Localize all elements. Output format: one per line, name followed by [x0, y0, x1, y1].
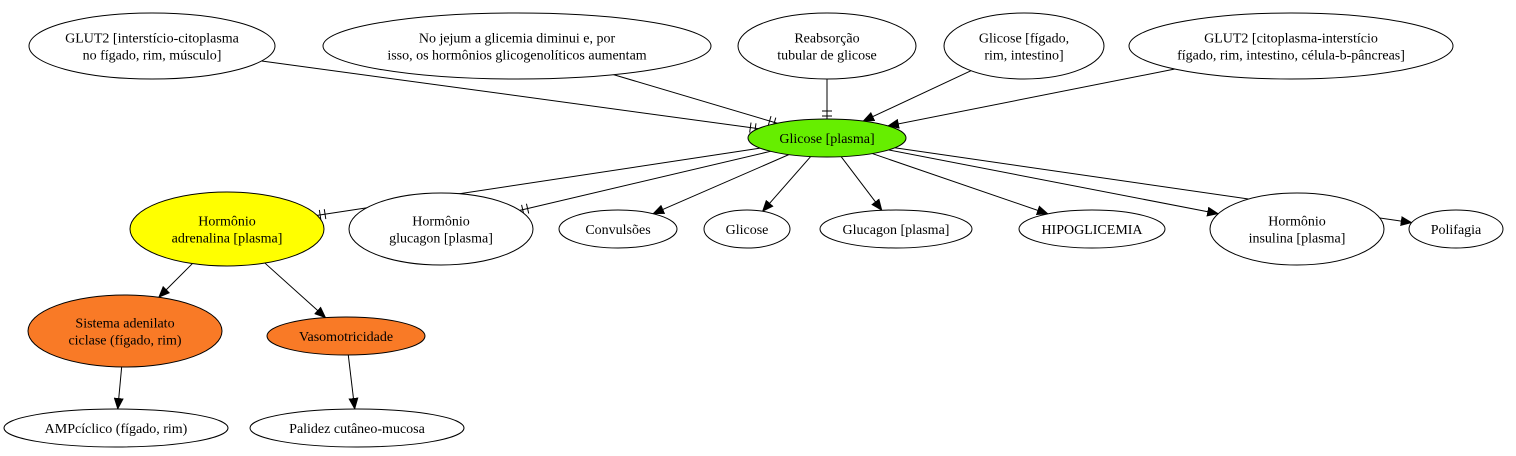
node-label: GLUT2 [interstício-citoplasma — [65, 32, 240, 47]
node-hipoglicemia: HIPOGLICEMIA — [1018, 209, 1166, 249]
node-polifagia: Polifagia — [1408, 209, 1504, 249]
node-label: tubular de glicose — [777, 49, 877, 64]
node-ellipse — [703, 209, 791, 249]
node-label: glucagon [plasma] — [389, 232, 493, 247]
node-glucagon-hormonio: Hormônio glucagon [plasma] — [348, 192, 534, 266]
node-label: no fígado, rim, músculo] — [83, 49, 222, 64]
node-label: Reabsorção — [794, 32, 859, 47]
node-label: Glicose [fígado, — [979, 32, 1069, 47]
node-label: AMPcíclico (fígado, rim) — [45, 422, 188, 437]
node-label: Palidez cutâneo-mucosa — [289, 422, 425, 437]
node-ellipse — [28, 12, 276, 80]
node-label: Hormônio — [1268, 215, 1326, 230]
node-ellipse — [3, 408, 229, 448]
inhibit-bar — [323, 209, 327, 220]
node-label: Glicose [plasma] — [779, 132, 874, 147]
node-palidez: Palidez cutâneo-mucosa — [249, 408, 465, 448]
node-label: GLUT2 [citoplasma-interstício — [1204, 32, 1378, 47]
node-glut2-intersticio: GLUT2 [interstício-citoplasma no fígado, … — [28, 12, 276, 80]
node-label: Polifagia — [1431, 223, 1482, 238]
node-ellipse — [249, 408, 465, 448]
node-ellipse — [737, 12, 917, 80]
node-glicose: Glicose — [703, 209, 791, 249]
node-label: adrenalina [plasma] — [172, 232, 283, 247]
node-label: ciclase (fígado, rim) — [68, 334, 181, 349]
node-label: Hormônio — [412, 215, 470, 230]
node-glicose-figado: Glicose [fígado, rim, intestino] — [943, 12, 1105, 80]
edge-vasomotricidade-to-palidez — [347, 354, 359, 410]
node-label: No jejum a glicemia diminui e, por — [419, 32, 616, 47]
node-label: Glicose — [726, 223, 769, 238]
node-label: rim, intestino] — [984, 49, 1063, 64]
node-ellipse — [1408, 209, 1504, 249]
node-ellipse — [266, 316, 426, 356]
edge-glicose_plasma-to-convulsoes — [652, 154, 790, 215]
node-jejum: No jejum a glicemia diminui e, por isso, … — [322, 12, 712, 80]
edge-jejum-to-glicose_plasma — [613, 74, 778, 128]
node-label: Vasomotricidade — [299, 330, 393, 345]
node-adrenalina: Hormônio adrenalina [plasma] — [129, 191, 325, 267]
node-ellipse — [558, 209, 678, 249]
edge-reabsorcao-to-glicose_plasma — [822, 79, 832, 119]
node-label: Hormônio — [198, 215, 256, 230]
node-insulina: Hormônio insulina [plasma] — [1209, 192, 1385, 266]
node-label: Sistema adenilato — [75, 317, 174, 332]
edge-adrenalina-to-vasomotricidade — [264, 262, 327, 319]
node-ellipse — [322, 12, 712, 80]
edge-adenilato-to-ampciclico — [113, 366, 124, 410]
edge-glicose_plasma-to-hipoglicemia — [872, 153, 1049, 216]
node-label: isso, os hormônios glicogenolíticos aume… — [387, 49, 646, 64]
edge-adrenalina-to-adenilato — [158, 263, 193, 298]
inhibit-bar — [749, 122, 752, 133]
edge-glicose_plasma-to-insulina — [888, 149, 1220, 217]
edge-glicose_plasma-to-glucagon_plasma — [840, 156, 883, 212]
node-ellipse — [1209, 192, 1385, 266]
node-ellipse — [348, 192, 534, 266]
node-ellipse — [943, 12, 1105, 80]
node-glicose-plasma: Glicose [plasma] — [747, 118, 907, 158]
node-label: insulina [plasma] — [1249, 232, 1346, 247]
node-glut2-citoplasma: GLUT2 [citoplasma-interstício fígado, rim… — [1128, 12, 1454, 80]
node-glucagon-plasma: Glucagon [plasma] — [819, 209, 973, 249]
node-ellipse — [27, 294, 223, 368]
node-reabsorcao: Reabsorção tubular de glicose — [737, 12, 917, 80]
node-adenilato: Sistema adenilato ciclase (fígado, rim) — [27, 294, 223, 368]
node-label: HIPOGLICEMIA — [1041, 223, 1143, 238]
inhibit-bar — [767, 116, 772, 126]
edge-glicose_figado-to-glicose_plasma — [862, 70, 972, 122]
node-ellipse — [1018, 209, 1166, 249]
node-ampciclico: AMPcíclico (fígado, rim) — [3, 408, 229, 448]
node-label: Glucagon [plasma] — [843, 223, 950, 238]
node-label: fígado, rim, intestino, célula-b-pâncrea… — [1177, 49, 1405, 64]
node-ellipse — [747, 118, 907, 158]
node-label: Convulsões — [585, 223, 650, 238]
inhibit-bar — [525, 203, 530, 214]
node-vasomotricidade: Vasomotricidade — [266, 316, 426, 356]
edge-glut2_citoplasma-to-glicose_plasma — [886, 68, 1176, 129]
node-ellipse — [819, 209, 973, 249]
node-ellipse — [129, 191, 325, 267]
node-ellipse — [1128, 12, 1454, 80]
node-convulsoes: Convulsões — [558, 209, 678, 249]
edge-glicose_plasma-to-glucagon_hormonio — [519, 150, 771, 215]
edge-glicose_plasma-to-glicose — [761, 156, 812, 213]
nodes-layer: GLUT2 [interstício-citoplasma no fígado, … — [3, 12, 1504, 448]
